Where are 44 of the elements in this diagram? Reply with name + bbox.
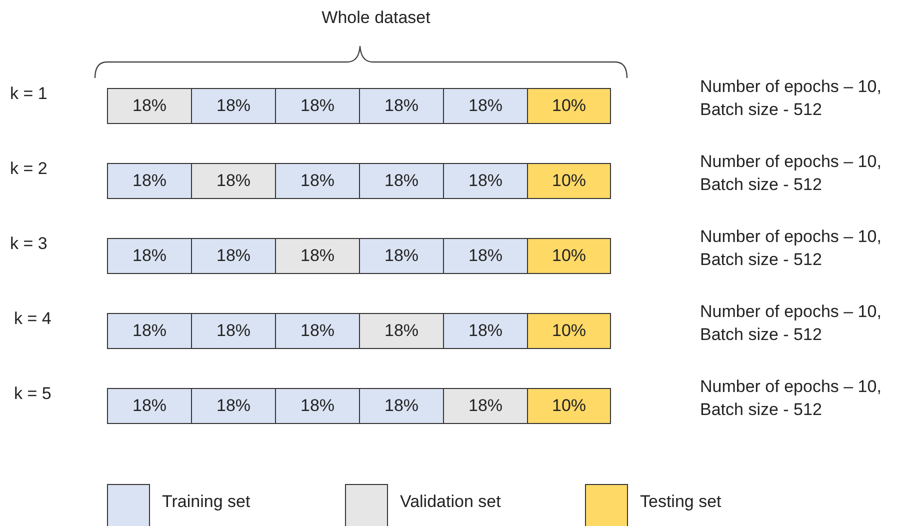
split-cell: 18% (107, 238, 192, 274)
split-cell: 18% (275, 313, 360, 349)
split-cell: 18% (191, 238, 276, 274)
row-label: k = 3 (10, 233, 48, 255)
split-cell: 18% (191, 163, 276, 199)
split-cell: 18% (359, 88, 444, 124)
note-text: Number of epochs – 10, Batch size - 512 (700, 226, 882, 271)
split-cell: 10% (527, 88, 611, 124)
split-cell: 18% (443, 88, 528, 124)
split-cell: 18% (107, 88, 192, 124)
split-cell: 18% (191, 313, 276, 349)
split-cell: 18% (107, 313, 192, 349)
row-label: k = 2 (10, 158, 48, 180)
legend-label: Training set (162, 491, 250, 513)
heading: Whole dataset (320, 7, 432, 29)
split-cell: 18% (443, 238, 528, 274)
row-label: k = 1 (10, 83, 48, 105)
note-text: Number of epochs – 10, Batch size - 512 (700, 301, 882, 346)
legend-label: Validation set (400, 491, 501, 513)
split-cell: 18% (191, 388, 276, 424)
split-cell: 18% (359, 163, 444, 199)
split-cell: 18% (359, 388, 444, 424)
split-cell: 18% (359, 313, 444, 349)
split-cell: 10% (527, 313, 611, 349)
split-cell: 18% (443, 163, 528, 199)
split-cell: 10% (527, 163, 611, 199)
split-cell: 18% (275, 163, 360, 199)
split-cell: 18% (191, 88, 276, 124)
split-cell: 10% (527, 388, 611, 424)
row-label: k = 4 (14, 308, 52, 330)
note-text: Number of epochs – 10, Batch size - 512 (700, 76, 882, 121)
split-cell: 18% (107, 388, 192, 424)
split-cell: 18% (107, 163, 192, 199)
split-cell: 18% (359, 238, 444, 274)
split-cell: 18% (275, 88, 360, 124)
note-text: Number of epochs – 10, Batch size - 512 (700, 376, 882, 421)
note-text: Number of epochs – 10, Batch size - 512 (700, 151, 882, 196)
split-cell: 18% (443, 388, 528, 424)
split-cell: 10% (527, 238, 611, 274)
split-cell: 18% (275, 238, 360, 274)
row-label: k = 5 (14, 383, 52, 405)
split-cell: 18% (443, 313, 528, 349)
legend-label: Testing set (640, 491, 722, 513)
split-cell: 18% (275, 388, 360, 424)
